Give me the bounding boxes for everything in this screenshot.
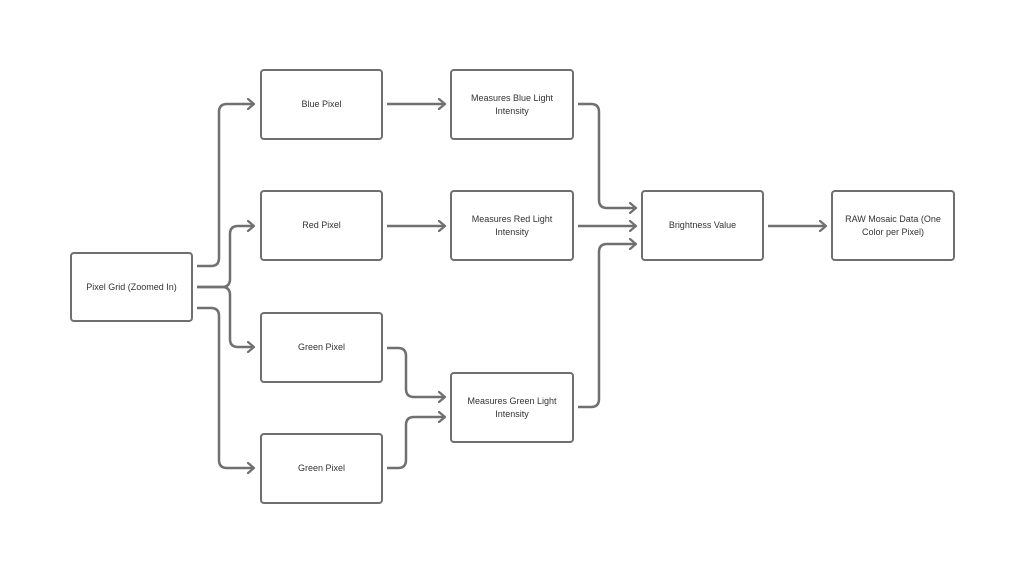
node-label: Pixel Grid (Zoomed In) <box>86 281 177 292</box>
edge-green2-to-measure <box>387 417 445 470</box>
node-brightness-value: Brightness Value <box>641 190 764 261</box>
node-label: Green Pixel <box>297 342 346 352</box>
node-label: Blue Pixel <box>301 99 342 109</box>
edge-grid-to-green1 <box>197 285 254 347</box>
node-label: Green Pixel <box>297 463 346 473</box>
edge-grid-to-green2 <box>197 306 254 468</box>
node-raw-mosaic: RAW Mosaic Data (One Color per Pixel) <box>831 190 955 261</box>
node-label: Measures Red Light Intensity <box>471 213 553 237</box>
node-label: Brightness Value <box>668 220 737 230</box>
edge-grid-to-blue <box>197 104 254 268</box>
node-label: Measures Green Light Intensity <box>467 395 557 419</box>
node-measures-blue: Measures Blue Light Intensity <box>450 69 574 140</box>
node-measures-red: Measures Red Light Intensity <box>450 190 574 261</box>
node-label: Red Pixel <box>302 220 341 230</box>
node-label: RAW Mosaic Data (One Color per Pixel) <box>845 213 941 237</box>
edge-grid-to-red <box>197 226 254 289</box>
node-blue-pixel: Blue Pixel <box>260 69 383 140</box>
node-label: Measures Blue Light Intensity <box>470 92 554 116</box>
node-green-pixel-1: Green Pixel <box>260 312 383 383</box>
node-pixel-grid: Pixel Grid (Zoomed In) <box>70 252 193 322</box>
edge-green1-to-measure <box>387 346 445 397</box>
edge-mblue-to-brightness <box>578 102 636 208</box>
node-red-pixel: Red Pixel <box>260 190 383 261</box>
node-measures-green: Measures Green Light Intensity <box>450 372 574 443</box>
edge-mgreen-to-brightness <box>578 244 636 409</box>
node-green-pixel-2: Green Pixel <box>260 433 383 504</box>
